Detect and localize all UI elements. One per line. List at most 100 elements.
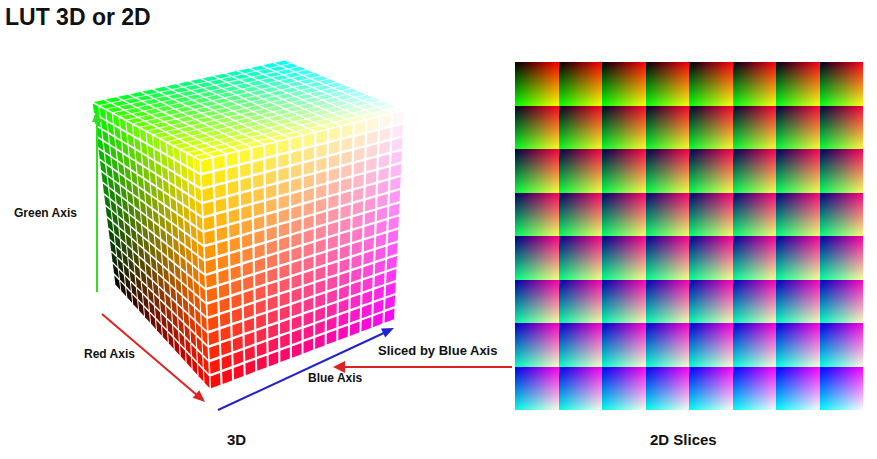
cube-cell <box>125 222 131 236</box>
cube-cell <box>128 203 134 217</box>
cube-cell <box>279 181 289 195</box>
cube-cell <box>173 326 179 342</box>
cube-cell <box>201 300 207 316</box>
cube-cell <box>304 298 314 313</box>
cube-cell <box>114 126 121 139</box>
cube-cell <box>390 190 401 204</box>
cube-cell <box>255 244 265 259</box>
cube-cell <box>141 270 147 285</box>
cube-cell <box>316 212 326 226</box>
cube-cell <box>217 226 228 241</box>
cube-cell <box>351 295 361 309</box>
cube-cell <box>108 123 115 136</box>
cube-cell <box>148 145 154 159</box>
cube-cell <box>172 224 178 239</box>
cube-cell <box>136 221 142 236</box>
color-cube <box>93 61 404 389</box>
cube-cell <box>126 234 132 249</box>
cube-cell <box>122 142 128 155</box>
cube-cell <box>169 259 175 274</box>
cube-cell <box>159 288 165 304</box>
cube-cell <box>377 194 388 208</box>
cube-cell <box>177 305 183 321</box>
cube-cell <box>203 201 214 216</box>
cube-cell <box>191 345 197 362</box>
cube-cell <box>361 317 371 331</box>
cube-cell <box>291 219 301 233</box>
cube-cell <box>351 268 361 282</box>
cube-cell <box>327 276 337 290</box>
cube-cell <box>145 193 151 207</box>
cube-cell <box>135 208 141 222</box>
cube-cell <box>156 249 162 264</box>
cube-cell <box>197 351 203 368</box>
cube-cell <box>178 319 184 335</box>
cube-cell <box>179 243 185 258</box>
cube-cell <box>137 289 143 304</box>
arrow-head <box>193 390 205 402</box>
cube-cell <box>169 273 175 289</box>
cube-cell <box>291 247 301 261</box>
cube-cell <box>180 151 186 166</box>
cube-cell <box>316 171 326 185</box>
cube-cell <box>152 197 158 212</box>
cube-cell <box>363 251 373 265</box>
cube-cell <box>389 203 400 217</box>
cube-cell <box>385 295 395 309</box>
cube-cell <box>177 202 183 217</box>
cube-cell <box>214 155 225 169</box>
cube-cell <box>163 180 169 195</box>
cube-cell <box>203 343 209 360</box>
cube-cell <box>279 264 289 279</box>
cube-cell <box>291 164 301 178</box>
cube-cell <box>268 282 278 297</box>
cube-cell <box>328 235 338 249</box>
cube-cell <box>304 270 314 285</box>
cube-cell <box>125 276 131 291</box>
cube-cell <box>316 130 327 144</box>
cube-cell <box>208 151 224 157</box>
cube-cell <box>101 172 108 185</box>
cube-cell <box>168 157 174 171</box>
cube-cell <box>292 315 302 330</box>
cube-cell <box>241 191 252 205</box>
cube-cell <box>171 211 177 226</box>
cube-cell <box>316 198 326 212</box>
cube-cell <box>167 320 173 336</box>
cube-cell <box>160 228 166 243</box>
cube-cell <box>179 229 185 244</box>
cube-cell <box>340 232 350 246</box>
cube-cell <box>392 125 403 139</box>
cube-cell <box>161 313 167 329</box>
cube-cell <box>137 96 153 101</box>
cube-cell <box>102 130 109 143</box>
cube-cell <box>113 264 119 279</box>
cube-cell <box>184 206 190 221</box>
cube-cell <box>240 149 251 163</box>
cube-cell <box>175 265 181 281</box>
cube-cell <box>367 118 378 132</box>
cube-cell <box>341 178 352 192</box>
cube-cell <box>373 313 383 327</box>
cube-cell <box>351 255 361 269</box>
cube-cell <box>267 226 277 240</box>
cube-cell <box>388 217 399 231</box>
cube-cell <box>328 249 338 263</box>
cube-cell <box>154 149 160 163</box>
cube-cell <box>134 196 140 210</box>
cube-cell <box>342 137 353 151</box>
cube-cell <box>208 316 218 331</box>
cube-cell <box>124 264 130 279</box>
cube-cell <box>107 107 123 112</box>
cube-cell <box>99 149 106 162</box>
cube-cell <box>210 359 220 374</box>
cube-cell <box>142 89 158 94</box>
cube-cell <box>231 280 241 295</box>
cube-cell <box>148 288 154 303</box>
cube-cell <box>280 347 290 362</box>
cube-cell <box>181 165 187 180</box>
cube-cell <box>117 258 123 273</box>
cube-cell <box>187 261 193 277</box>
cube-cell <box>374 273 384 287</box>
cube-cell <box>391 151 402 165</box>
